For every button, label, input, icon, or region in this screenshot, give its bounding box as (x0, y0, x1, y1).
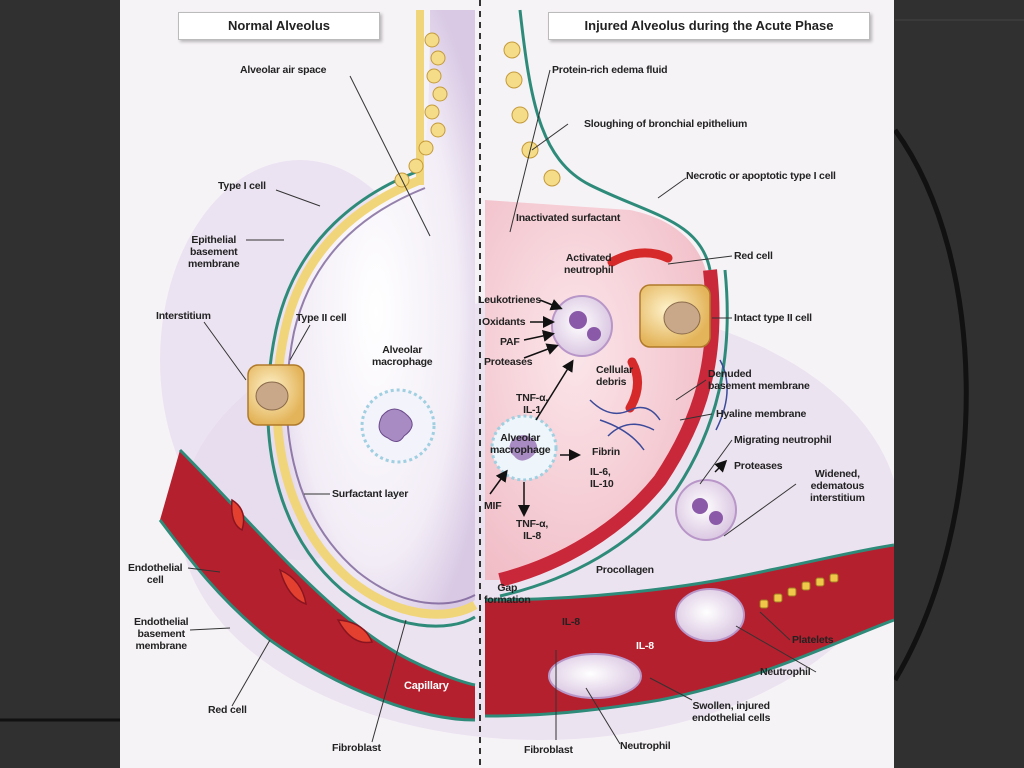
label-cellular-debris: Cellular debris (596, 364, 633, 388)
macro-line-1: Alveolar (382, 344, 423, 356)
tnf2-line-1: TNF-α, (516, 518, 549, 530)
label-activated-neutrophil: Activated neutrophil (564, 252, 614, 276)
label-gap-formation: Gap formation (484, 582, 531, 606)
label-il6-il10: IL-6, IL-10 (590, 466, 614, 490)
label-oxidants: Oxidants (482, 316, 526, 328)
label-interstitium: Interstitium (156, 310, 211, 322)
il6-line-2: IL-10 (590, 478, 614, 490)
label-alveolar-air-space: Alveolar air space (240, 64, 327, 76)
label-capillary: Capillary (404, 680, 449, 692)
normal-alveolus-title: Normal Alveolus (178, 12, 380, 40)
label-intact-type-ii-cell: Intact type II cell (734, 312, 812, 324)
label-migrating-neutrophil: Migrating neutrophil (734, 434, 832, 446)
label-fibroblast-right: Fibroblast (524, 744, 573, 756)
widened-line-2: edematous (810, 480, 865, 492)
tnf1-line-1: TNF-α, (516, 392, 549, 404)
macro-line-2: macrophage (372, 356, 433, 368)
endo-line-1: Endothelial (128, 562, 183, 574)
label-alveolar-macrophage-right: Alveolar macrophage (490, 432, 551, 456)
denuded-line-2: basement membrane (708, 380, 810, 392)
widened-line-3: interstitium (810, 492, 865, 504)
alv-mac-line-2: macrophage (490, 444, 551, 456)
endo-bm-line-2: basement (137, 628, 185, 640)
label-protein-rich-edema-fluid: Protein-rich edema fluid (552, 64, 668, 76)
injured-alveolus-title: Injured Alveolus during the Acute Phase (548, 12, 870, 40)
label-neutrophil-bottom: Neutrophil (620, 740, 671, 752)
endo-bm-line-1: Endothelial (134, 616, 189, 628)
alv-mac-line-1: Alveolar (500, 432, 541, 444)
cellular-line-2: debris (596, 376, 627, 388)
label-endothelial-basement-membrane: Endothelial basement membrane (134, 616, 189, 652)
endo-bm-line-3: membrane (135, 640, 187, 652)
label-red-cell-left: Red cell (208, 704, 247, 716)
label-procollagen: Procollagen (596, 564, 654, 576)
label-paf: PAF (500, 336, 520, 348)
label-type-i-cell: Type I cell (218, 180, 266, 192)
label-leukotrienes: Leukotrienes (478, 294, 541, 306)
label-sloughing-bronchial-epithelium: Sloughing of bronchial epithelium (584, 118, 748, 130)
label-necrotic-type-i-cell: Necrotic or apoptotic type I cell (686, 170, 836, 182)
label-denuded-basement-membrane: Denuded basement membrane (708, 368, 810, 392)
tnf1-line-2: IL-1 (523, 404, 541, 416)
label-tnf-il1: TNF-α, IL-1 (516, 392, 548, 416)
il6-line-1: IL-6, (590, 466, 611, 478)
label-fibrin: Fibrin (592, 446, 620, 458)
label-proteases-left: Proteases (484, 356, 533, 368)
label-type-ii-cell: Type II cell (296, 312, 347, 324)
epi-bm-line-1: Epithelial (191, 234, 237, 246)
label-surfactant-layer: Surfactant layer (332, 488, 409, 500)
epi-bm-line-2: basement (190, 246, 238, 258)
label-widened-interstitium: Widened, edematous interstitium (810, 468, 865, 504)
denuded-line-1: Denuded (708, 368, 752, 380)
label-epithelial-basement-membrane: Epithelial basement membrane (188, 234, 240, 270)
cellular-line-1: Cellular (596, 364, 633, 376)
label-swollen-endothelial-cells: Swollen, injured endothelial cells (692, 700, 770, 724)
epi-bm-line-3: membrane (188, 258, 240, 270)
label-il8-b: IL-8 (636, 640, 654, 652)
alveolus-illustration (158, 0, 894, 768)
label-hyaline-membrane: Hyaline membrane (716, 408, 807, 420)
label-proteases-right: Proteases (734, 460, 783, 472)
label-tnf-il8: TNF-α, IL-8 (516, 518, 548, 542)
endo-line-2: cell (146, 574, 164, 586)
tnf2-line-2: IL-8 (523, 530, 541, 542)
gap-line-2: formation (484, 594, 531, 606)
gap-line-1: Gap (497, 582, 518, 594)
label-red-cell-right: Red cell (734, 250, 773, 262)
label-il8-a: IL-8 (562, 616, 580, 628)
act-neut-line-1: Activated (565, 252, 612, 264)
label-alveolar-macrophage: Alveolar macrophage (372, 344, 433, 368)
swollen-line-1: Swollen, injured (692, 700, 770, 712)
label-neutrophil-right: Neutrophil (760, 666, 811, 678)
label-fibroblast-left: Fibroblast (332, 742, 381, 754)
label-mif: MIF (484, 500, 502, 512)
diagram-panel: Normal Alveolus Injured Alveolus during … (120, 0, 894, 768)
label-inactivated-surfactant: Inactivated surfactant (516, 212, 621, 224)
label-endothelial-cell: Endothelial cell (128, 562, 183, 586)
act-neut-line-2: neutrophil (564, 264, 614, 276)
swollen-line-2: endothelial cells (692, 712, 771, 724)
widened-line-1: Widened, (814, 468, 860, 480)
label-platelets: Platelets (792, 634, 834, 646)
